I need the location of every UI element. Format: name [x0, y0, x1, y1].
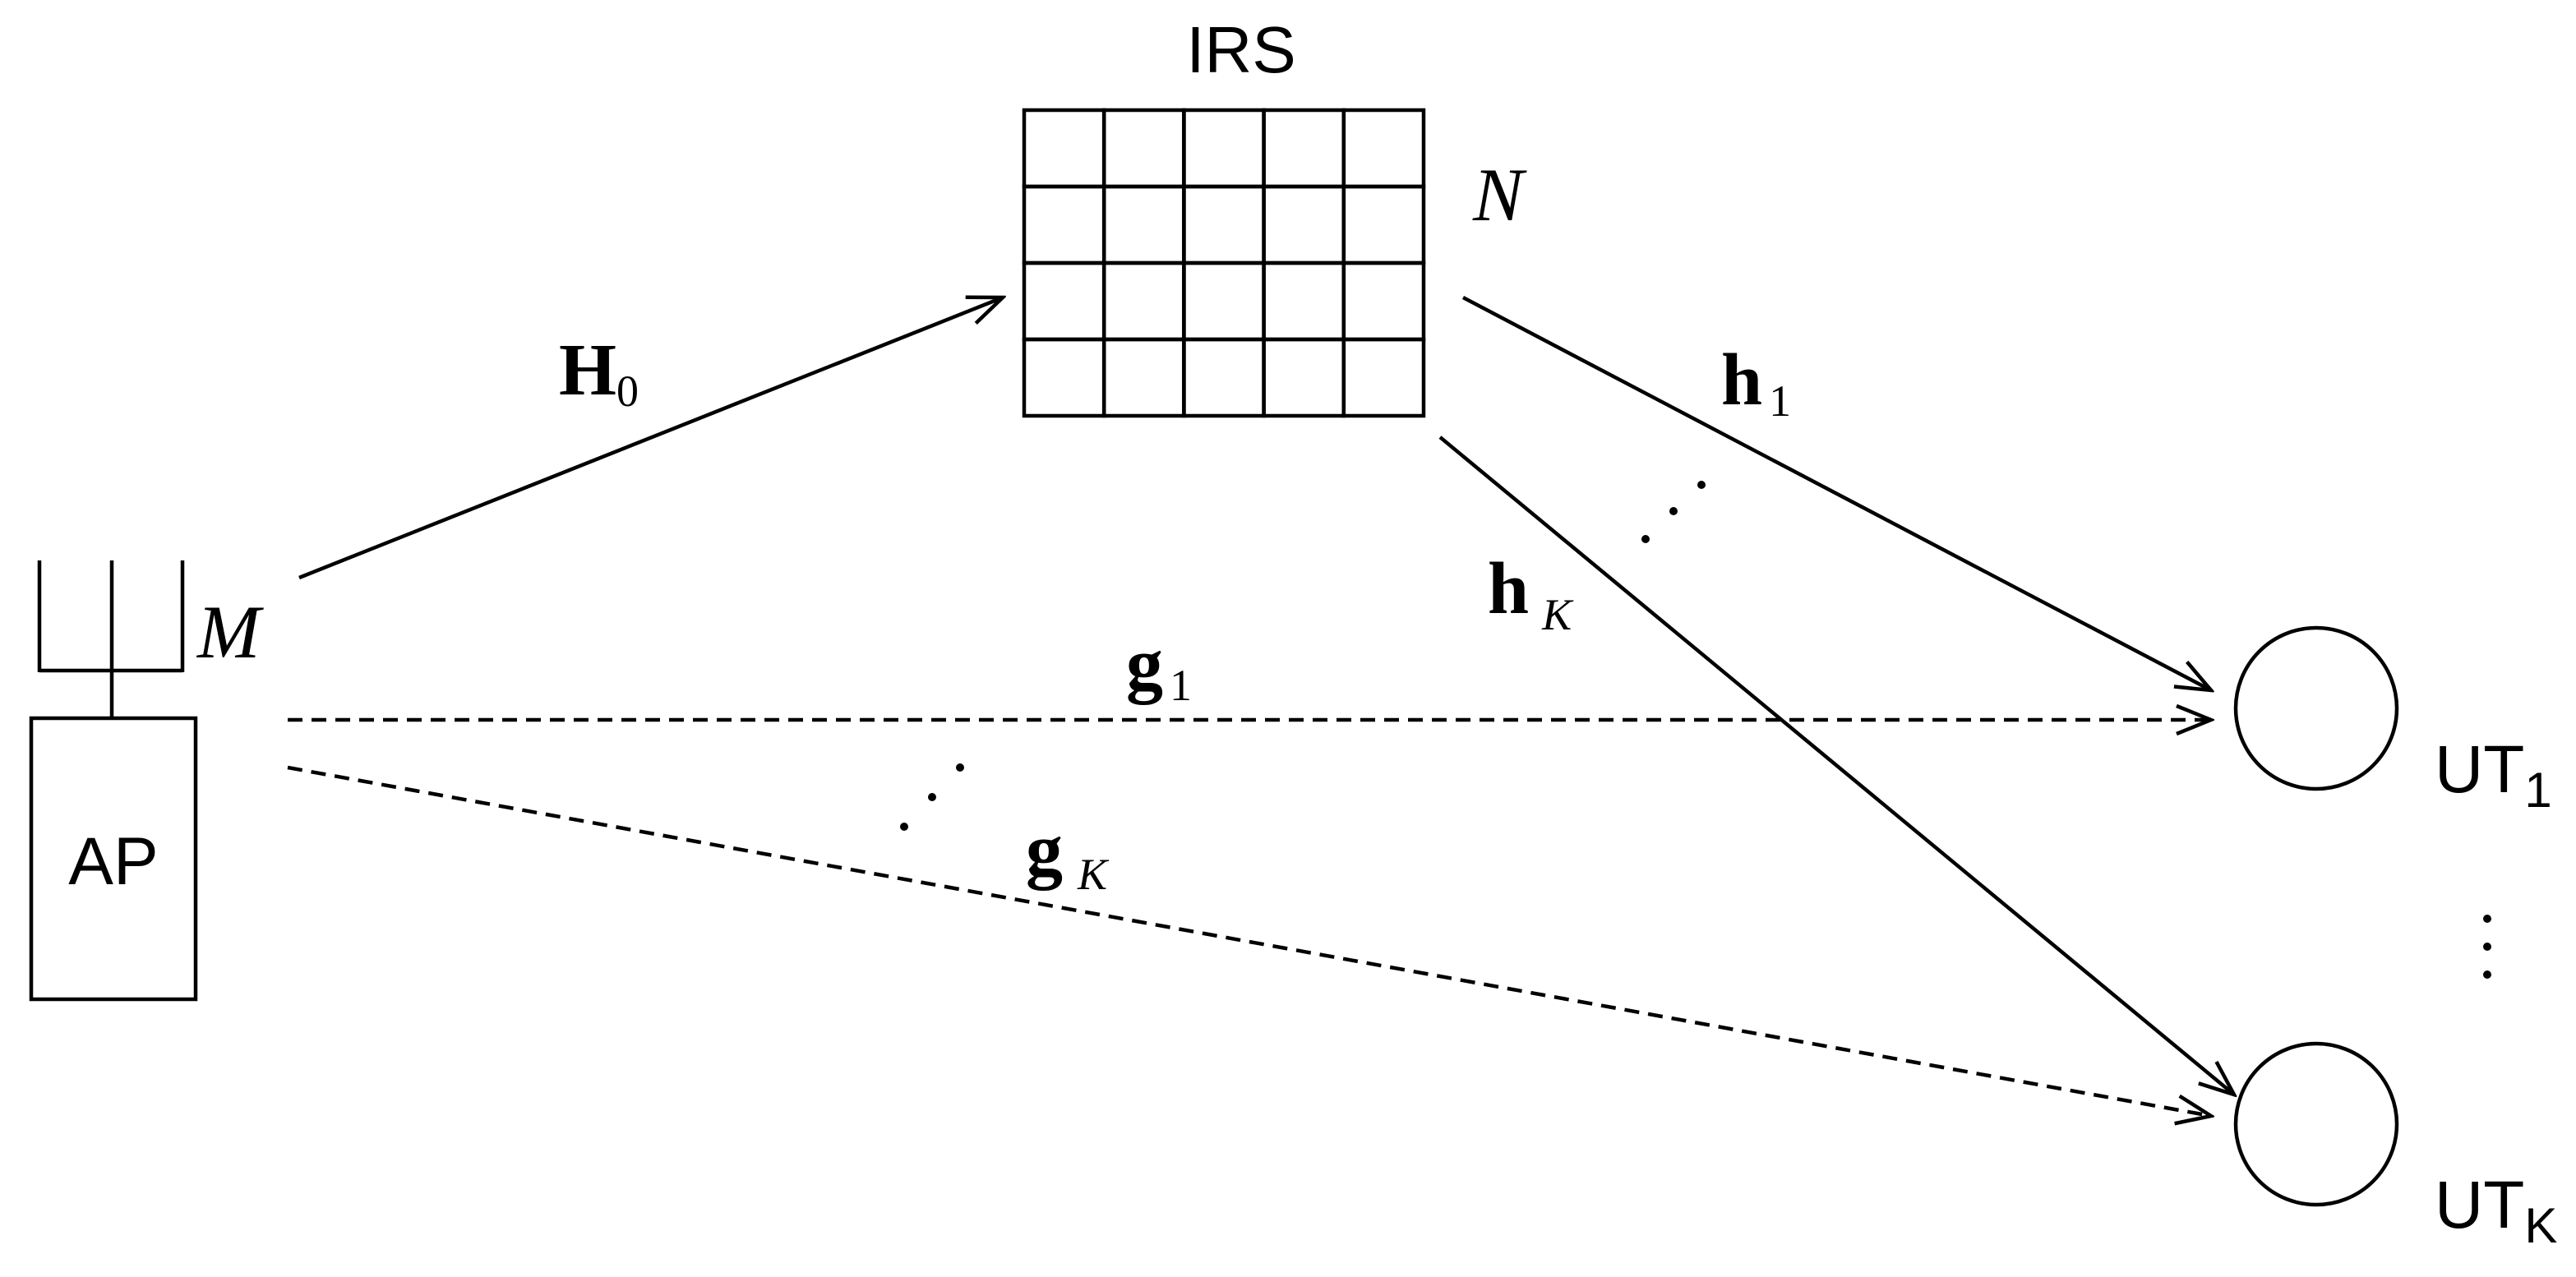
ut1-label-text: UT: [2435, 732, 2524, 807]
link-h0-subscript: 0: [616, 367, 639, 416]
utk-circle: [2233, 1041, 2399, 1207]
irs-element-cell: [1101, 260, 1186, 342]
link-hk-symbol: h: [1488, 548, 1529, 629]
irs-panel: [1022, 108, 1426, 418]
link-h0-symbol: H: [559, 330, 616, 411]
ap-antennas-label: M: [196, 590, 264, 674]
ellipsis-g-links: [900, 763, 964, 831]
link-gk-symbol: g: [1026, 809, 1063, 891]
link-hk-subscript: K: [1541, 590, 1574, 639]
irs-element-cell: [1262, 184, 1346, 265]
ap-antenna-icon: [37, 560, 185, 719]
irs-element-cell: [1022, 108, 1106, 189]
link-h1-arrow: [1461, 296, 2211, 690]
ap-label: AP: [68, 824, 158, 899]
link-h1-symbol: h: [1721, 339, 1762, 421]
link-h0-arrow: [298, 297, 1003, 580]
utk-label: UTK: [2435, 1168, 2557, 1253]
irs-element-cell: [1182, 108, 1266, 189]
link-hk-arrow: [1438, 436, 2234, 1095]
utk-label-text: UT: [2435, 1168, 2524, 1242]
link-gk-subscript: K: [1077, 850, 1110, 899]
ut1-subscript: 1: [2524, 763, 2551, 818]
ut1-circle: [2233, 625, 2399, 791]
link-h0-label: H0: [559, 330, 639, 416]
ap-box: [29, 716, 198, 1002]
utk-subscript: K: [2524, 1198, 2557, 1253]
irs-element-cell: [1262, 260, 1346, 342]
link-g1-subscript: 1: [1170, 661, 1192, 710]
irs-element-cell: [1182, 184, 1266, 265]
irs-element-cell: [1341, 184, 1426, 265]
irs-element-cell: [1262, 337, 1346, 418]
irs-element-cell: [1341, 260, 1426, 342]
irs-element-cell: [1022, 184, 1106, 265]
irs-element-cell: [1341, 337, 1426, 418]
irs-element-cell: [1101, 184, 1186, 265]
irs-elements-label: N: [1472, 153, 1527, 237]
link-g1-symbol: g: [1126, 624, 1163, 705]
irs-element-cell: [1182, 260, 1266, 342]
irs-element-cell: [1022, 260, 1106, 342]
ellipsis-h-links: [1641, 481, 1706, 543]
ut1-label: UT1: [2435, 732, 2552, 818]
irs-element-cell: [1182, 337, 1266, 418]
irs-element-cell: [1022, 337, 1106, 418]
irs-label: IRS: [1186, 13, 1295, 86]
link-gk-arrow: [287, 765, 2211, 1116]
irs-element-cell: [1262, 108, 1346, 189]
ellipsis-uts: [2483, 915, 2491, 979]
irs-element-cell: [1101, 108, 1186, 189]
irs-element-cell: [1101, 337, 1186, 418]
irs-element-cell: [1341, 108, 1426, 189]
link-h1-subscript: 1: [1769, 376, 1791, 426]
